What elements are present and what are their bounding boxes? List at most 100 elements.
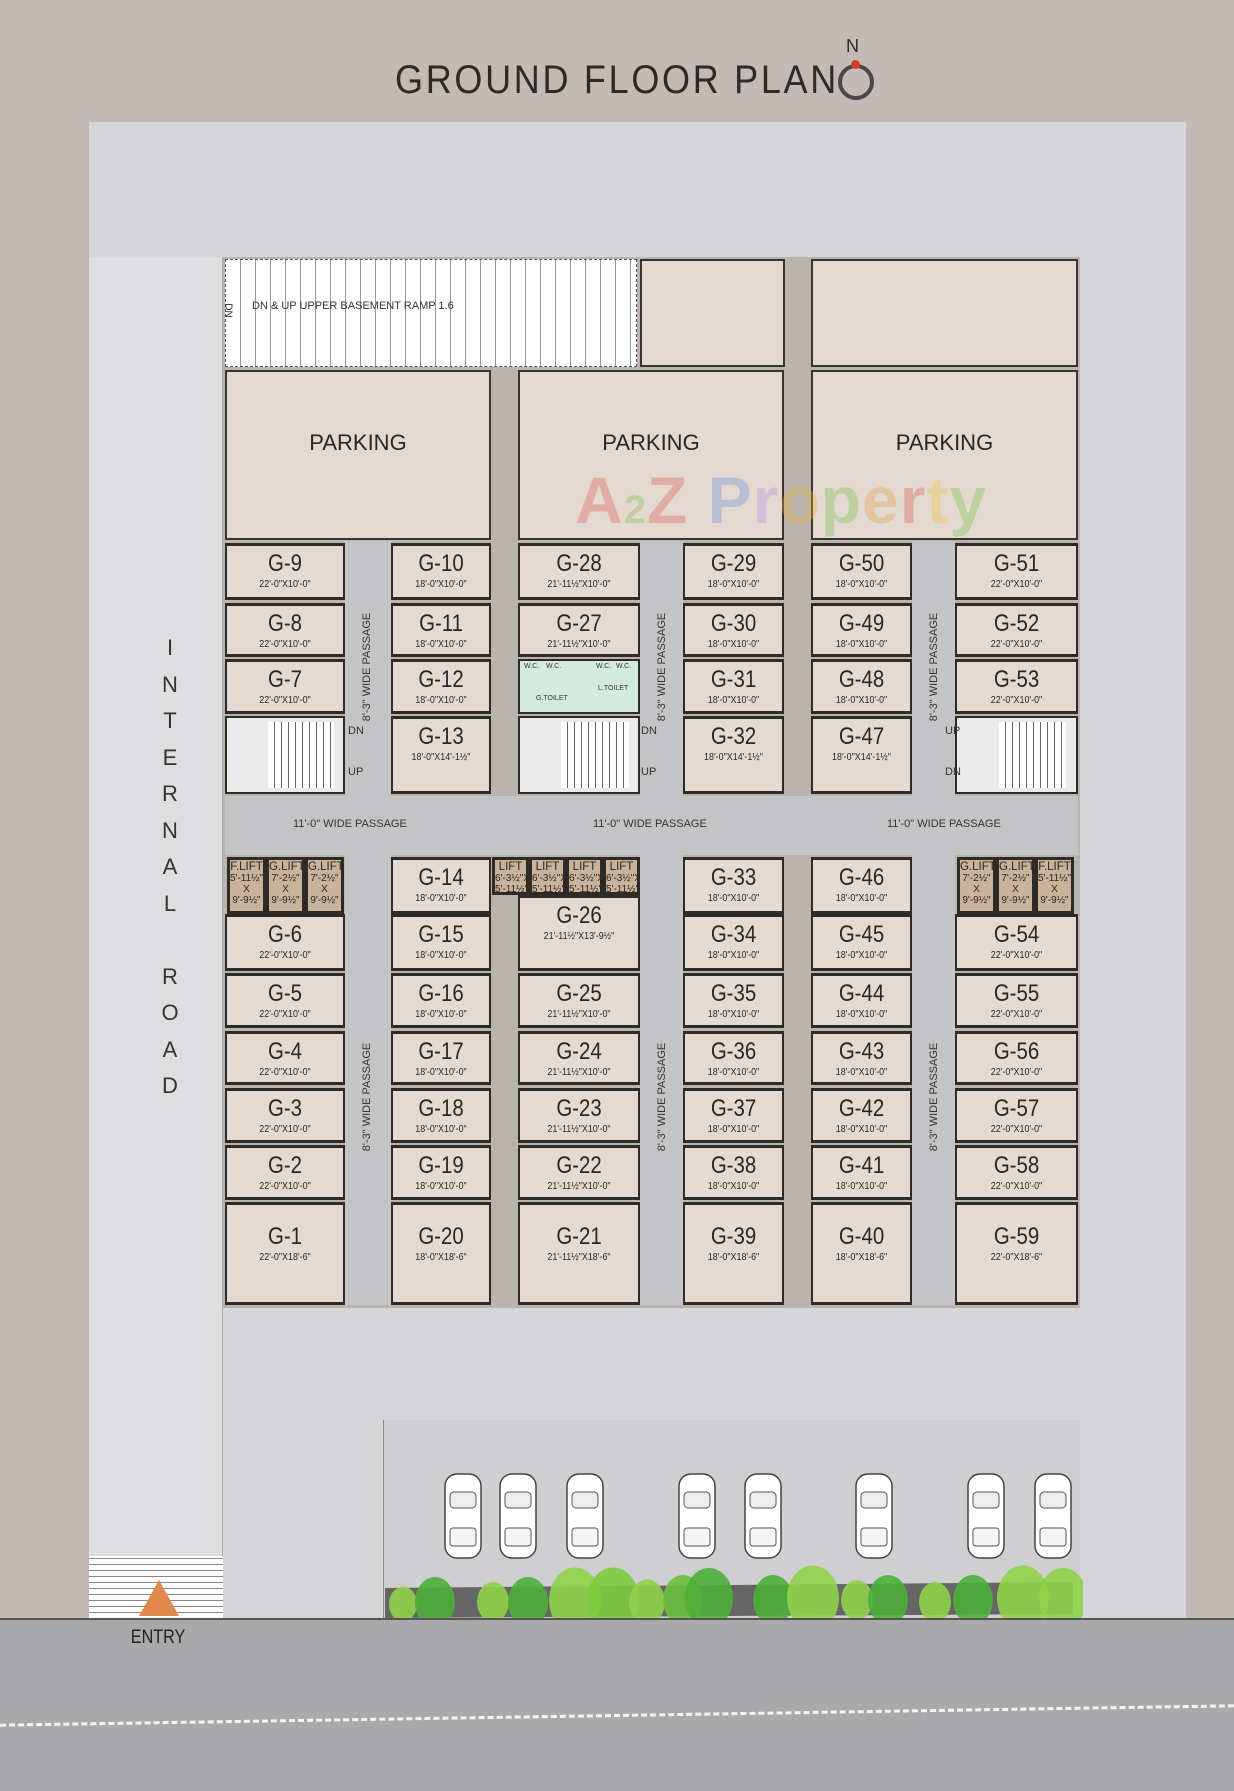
horizontal-passage xyxy=(225,796,1078,855)
unit-size: 18'-0"X10'-0" xyxy=(835,949,888,961)
unit-size: 21'-11½"X10'-0" xyxy=(547,1008,611,1020)
unit-number: G-58 xyxy=(993,1152,1040,1179)
passage-width-label: 11'-0" WIDE PASSAGE xyxy=(293,818,407,830)
unit-number: G-37 xyxy=(710,1095,757,1122)
car-icon xyxy=(1034,1473,1072,1559)
lift-size: 5'-11½" xyxy=(230,873,264,884)
unit-number: G-41 xyxy=(838,1152,885,1179)
car-icon xyxy=(855,1473,893,1559)
unit-number: G-31 xyxy=(710,666,757,693)
lift-size: 5'-11½" xyxy=(495,884,529,895)
unit-number: G-28 xyxy=(556,550,602,577)
lift-size-separator: X xyxy=(1051,884,1058,895)
passage-width-label: 11'-0" WIDE PASSAGE xyxy=(887,818,1001,830)
unit-number: G-32 xyxy=(710,723,757,750)
internal-road-strip xyxy=(89,257,223,1618)
unit-size: 18'-0"X10'-0" xyxy=(415,694,467,706)
unit-size: 18'-0"X10'-0" xyxy=(835,1066,888,1078)
unit-size: 18'-0"X18'-6" xyxy=(707,1251,760,1263)
unit-size: 18'-0"X10'-0" xyxy=(707,1066,760,1078)
internal-road-letter xyxy=(150,922,190,959)
lift-size: 9'-9½" xyxy=(310,895,339,906)
unit-number: G-29 xyxy=(710,550,757,577)
lift-size-separator: X xyxy=(321,884,328,895)
unit-number: G-40 xyxy=(838,1223,885,1250)
unit-number: G-17 xyxy=(418,1038,464,1065)
tree-icon xyxy=(685,1568,733,1628)
internal-road-letter: I xyxy=(166,635,174,660)
wc-label: W.C. xyxy=(596,663,612,670)
unit-number: G-21 xyxy=(556,1223,602,1250)
lift-name: LIFT xyxy=(572,861,597,873)
unit-size: 18'-0"X10'-0" xyxy=(707,1008,760,1020)
unit-size: 22'-0"X10'-0" xyxy=(990,694,1043,706)
unit-number: G-15 xyxy=(418,921,464,948)
tree-icon xyxy=(389,1586,417,1622)
unit-size: 18'-0"X10'-0" xyxy=(415,892,467,904)
unit-number: G-47 xyxy=(838,723,885,750)
tree-icon xyxy=(753,1575,793,1625)
parking-label: PARKING xyxy=(602,430,700,455)
passage-width-label: 8'-3" WIDE PASSAGE xyxy=(361,1042,373,1152)
stair-treads xyxy=(267,722,334,788)
unit-number: G-3 xyxy=(267,1095,302,1122)
unit-number: G-2 xyxy=(267,1152,302,1179)
vertical-passage-lower xyxy=(640,855,683,1305)
unit-number: G-14 xyxy=(418,864,464,891)
lift-size: 9'-9½" xyxy=(232,895,261,906)
parking-label: PARKING xyxy=(895,430,994,455)
car-icon xyxy=(967,1473,1005,1559)
tree-icon xyxy=(919,1582,951,1622)
unit-number: G-7 xyxy=(267,666,302,693)
unit-size: 21'-11½"X10'-0" xyxy=(547,578,611,590)
unit-number: G-53 xyxy=(993,666,1040,693)
unit-size: 18'-0"X10'-0" xyxy=(415,1066,467,1078)
unit-size: 18'-0"X14'-1½" xyxy=(704,751,763,763)
unit-number: G-42 xyxy=(838,1095,885,1122)
unit-size: 22'-0"X18'-6" xyxy=(259,1251,311,1263)
unit-size: 22'-0"X18'-6" xyxy=(990,1251,1043,1263)
passage-width-label: 8'-3" WIDE PASSAGE xyxy=(928,1042,940,1152)
unit-size: 18'-0"X10'-0" xyxy=(835,1008,888,1020)
lift-name: G.LIFT xyxy=(999,861,1035,873)
lift-size: 5'-11½" xyxy=(606,884,640,895)
unit-number: G-38 xyxy=(710,1152,757,1179)
unit-size: 22'-0"X10'-0" xyxy=(990,1066,1043,1078)
car-icon xyxy=(678,1473,716,1559)
stair-dn-label: DN xyxy=(945,766,961,778)
vertical-passage-upper xyxy=(345,541,391,796)
unit-size: 18'-0"X10'-0" xyxy=(415,1180,467,1192)
internal-road-letter: E xyxy=(162,744,178,770)
tree-icon xyxy=(868,1575,908,1625)
unit-size: 22'-0"X10'-0" xyxy=(259,949,311,961)
unit-size: 22'-0"X10'-0" xyxy=(259,578,311,590)
lift-name: LIFT xyxy=(535,861,560,873)
stair-treads xyxy=(998,722,1067,788)
ramp-landing-right xyxy=(811,259,1078,367)
tree-icon xyxy=(587,1567,639,1633)
unit-number: G-26 xyxy=(556,902,602,929)
passage-width-label: 8'-3" WIDE PASSAGE xyxy=(656,1042,668,1152)
front-lot-drawing xyxy=(385,1473,1083,1633)
tree-icon xyxy=(841,1580,873,1620)
lift-size: 7'-2½" xyxy=(1001,873,1030,884)
unit-number: G-50 xyxy=(838,550,885,577)
